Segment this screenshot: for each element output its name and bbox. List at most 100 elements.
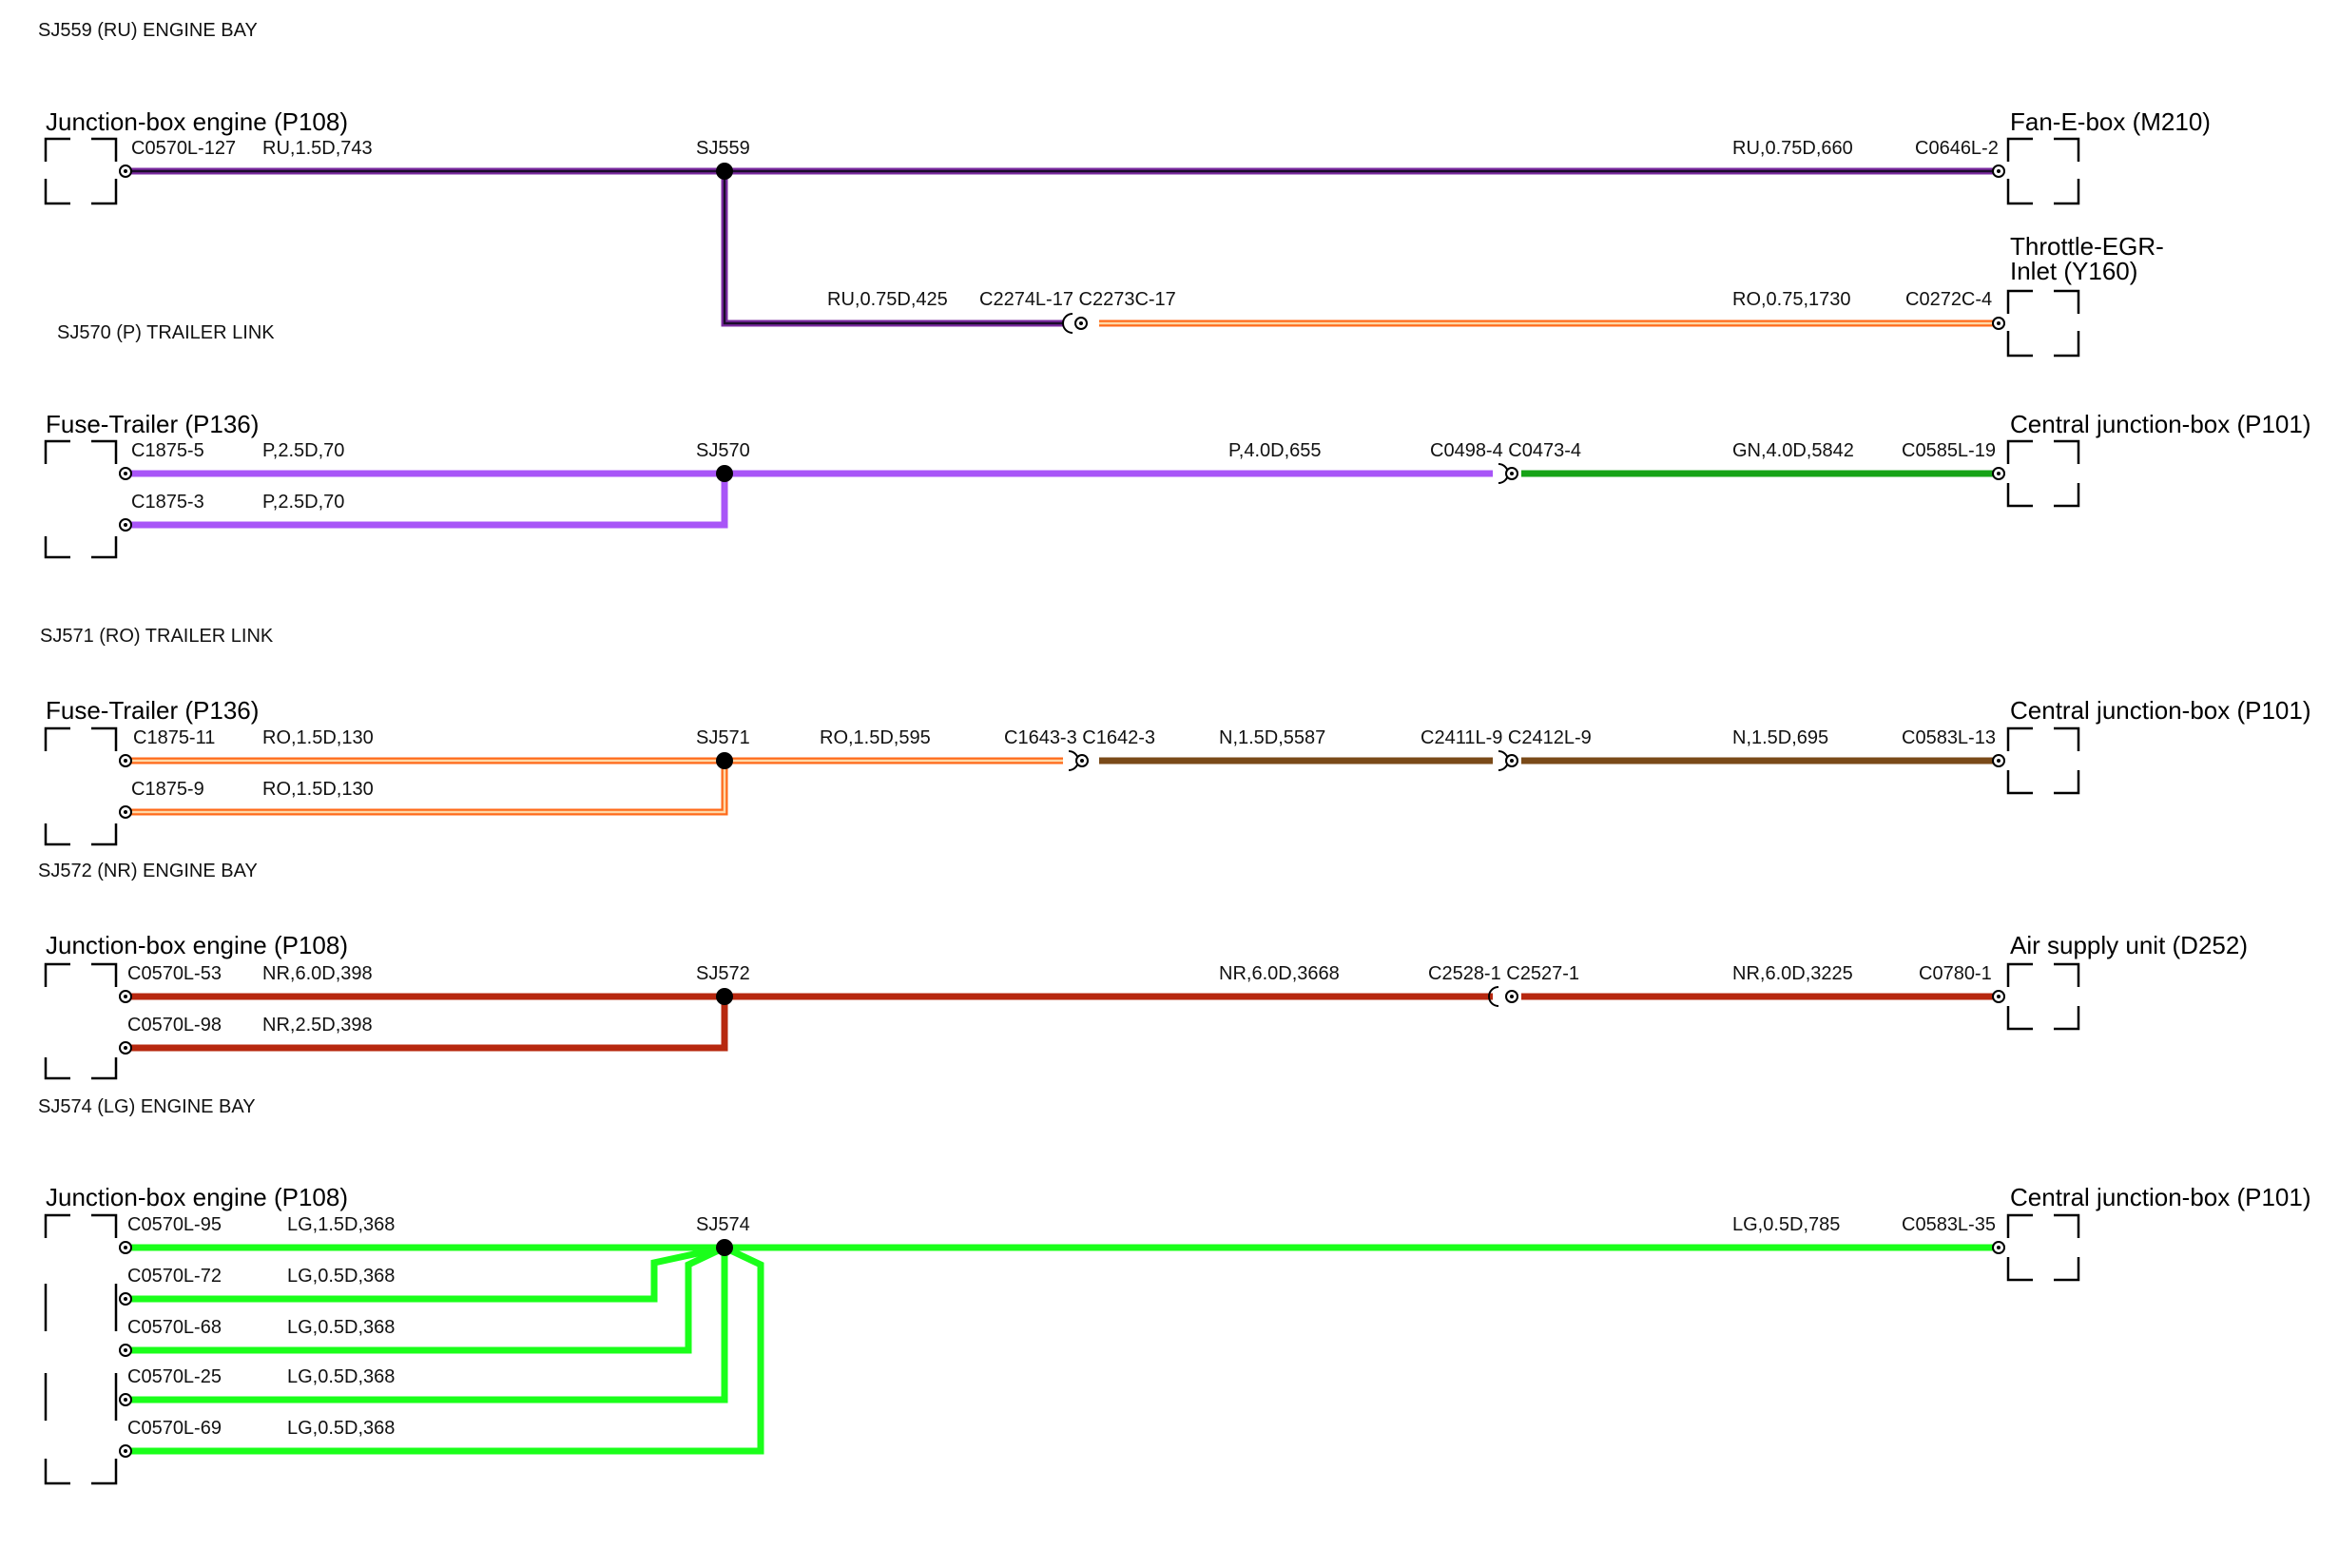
- splice-label: SJ570: [696, 440, 750, 461]
- pin-label: C0570L-68: [127, 1317, 222, 1338]
- right-component-bracket: [2006, 137, 2080, 205]
- wire-spec-label: RU,0.75D,425: [827, 289, 948, 310]
- pin-connector: [119, 754, 132, 767]
- pin-connector: [1992, 990, 2005, 1003]
- wire-lg-branch: [126, 1248, 728, 1403]
- section-sj572: SJ572 (NR) ENGINE BAY Junction-box engin…: [38, 861, 2248, 1080]
- right-component-bracket: [2006, 962, 2080, 1031]
- section-title: SJ572 (NR) ENGINE BAY: [38, 861, 258, 881]
- section-sj570: SJ570 (P) TRAILER LINK Fuse-Trailer (P13…: [44, 322, 2311, 559]
- splice-node: [716, 752, 733, 769]
- wire-spec-label: RU,0.75D,660: [1732, 138, 1853, 159]
- right-component-bracket: [2006, 1213, 2080, 1282]
- pin-label: C0272C-4: [1905, 289, 1992, 310]
- left-component-label: Fuse-Trailer (P136): [46, 696, 259, 725]
- left-component-label: Junction-box engine (P108): [46, 1183, 348, 1211]
- inline-connector-label: C1643-3 C1642-3: [1004, 727, 1155, 748]
- pin-label: C0646L-2: [1915, 138, 1999, 159]
- wire-spec-label: GN,4.0D,5842: [1732, 440, 1854, 461]
- wire-spec-label: RO,1.5D,130: [262, 779, 374, 800]
- wire-lg-branch: [126, 1244, 726, 1354]
- splice-label: SJ572: [696, 963, 750, 984]
- pin-connector: [119, 1393, 132, 1406]
- pin-label: C0780-1: [1919, 963, 1992, 984]
- wire-spec-label: LG,1.5D,368: [287, 1214, 395, 1235]
- right-component-label: Air supply unit (D252): [2010, 931, 2248, 959]
- right2-component-label-line2: Inlet (Y160): [2010, 257, 2137, 285]
- pin-label: C0570L-72: [127, 1266, 222, 1287]
- wire-lg-branch: [126, 1244, 725, 1303]
- inline-connector-icon: [1498, 463, 1518, 484]
- pin-connector: [1992, 317, 2005, 330]
- splice-node: [716, 1239, 733, 1256]
- pin-connector: [1992, 165, 2005, 178]
- wire-spec-label: LG,0.5D,368: [287, 1317, 395, 1338]
- inline-connector-label: C2274L-17 C2273C-17: [979, 289, 1176, 310]
- pin-label: C0570L-69: [127, 1418, 222, 1439]
- left-component-label: Fuse-Trailer (P136): [46, 410, 259, 438]
- pin-label: C1875-3: [131, 492, 204, 513]
- inline-connector-icon: [1488, 986, 1518, 1007]
- pin-label: C1875-11: [133, 727, 215, 748]
- right-component-label: Central junction-box (P101): [2010, 1183, 2311, 1211]
- wire-spec-label: RU,1.5D,743: [262, 138, 373, 159]
- left-component-bracket: [44, 439, 118, 559]
- wire-lg-branch: [126, 1244, 764, 1455]
- pin-connector: [119, 1241, 132, 1254]
- pin-connector: [119, 467, 132, 480]
- wire-spec-label: LG,0.5D,368: [287, 1418, 395, 1439]
- pin-label: C0570L-127: [131, 138, 236, 159]
- wire-spec-label: NR,6.0D,3668: [1219, 963, 1340, 984]
- wire-spec-label: N,1.5D,695: [1732, 727, 1828, 748]
- pin-label: C1875-5: [131, 440, 204, 461]
- splice-label: SJ571: [696, 727, 750, 748]
- pin-label: C0570L-53: [127, 963, 222, 984]
- splice-label: SJ559: [696, 138, 750, 159]
- splice-label: SJ574: [696, 1214, 750, 1235]
- right-component-label: Central junction-box (P101): [2010, 696, 2311, 725]
- right-component-bracket: [2006, 439, 2080, 508]
- pin-connector: [119, 1041, 132, 1055]
- pin-connector: [119, 1292, 132, 1306]
- wire-spec-label: NR,6.0D,3225: [1732, 963, 1853, 984]
- wire-spec-label: NR,6.0D,398: [262, 963, 373, 984]
- pin-label: C0570L-95: [127, 1214, 222, 1235]
- pin-label: C0570L-98: [127, 1015, 222, 1036]
- right2-component-bracket: [2006, 289, 2080, 358]
- wire-ro-branch: [126, 761, 728, 816]
- splice-node: [716, 988, 733, 1005]
- wire-spec-label: RO,1.5D,130: [262, 727, 374, 748]
- pin-connector: [1992, 467, 2005, 480]
- inline-connector-icon: [1498, 750, 1518, 771]
- section-title: SJ559 (RU) ENGINE BAY: [38, 20, 258, 41]
- right-component-bracket: [2006, 726, 2080, 795]
- wire-spec-label: P,2.5D,70: [262, 492, 344, 513]
- splice-node: [716, 163, 733, 180]
- section-sj559: SJ559 (RU) ENGINE BAY Junction-box engin…: [38, 20, 2211, 358]
- left-component-label: Junction-box engine (P108): [46, 931, 348, 959]
- section-title: SJ570 (P) TRAILER LINK: [57, 322, 275, 343]
- wire-spec-label: P,2.5D,70: [262, 440, 344, 461]
- section-title: SJ571 (RO) TRAILER LINK: [40, 626, 274, 647]
- pin-connector: [119, 1344, 132, 1357]
- pin-label: C0585L-19: [1902, 440, 1996, 461]
- left-component-label: Junction-box engine (P108): [46, 107, 348, 136]
- wire-spec-label: P,4.0D,655: [1228, 440, 1322, 461]
- wire-spec-label: NR,2.5D,398: [262, 1015, 373, 1036]
- pin-label: C0583L-13: [1902, 727, 1996, 748]
- wire-ru-branch: [721, 171, 1063, 327]
- inline-connector-icon: [1068, 750, 1089, 771]
- left-component-bracket: [44, 962, 118, 1080]
- wire-spec-label: RO,0.75,1730: [1732, 289, 1851, 310]
- wire-spec-label: LG,0.5D,368: [287, 1366, 395, 1387]
- splice-node: [716, 465, 733, 482]
- inline-connector-label: C2528-1 C2527-1: [1428, 963, 1579, 984]
- right-component-label: Fan-E-box (M210): [2010, 107, 2211, 136]
- wire-spec-label: LG,0.5D,785: [1732, 1214, 1840, 1235]
- pin-connector: [1992, 754, 2005, 767]
- wire-p-branch: [126, 474, 728, 529]
- inline-connector-label: C2411L-9 C2412L-9: [1421, 727, 1592, 748]
- right2-component-label-line1: Throttle-EGR-: [2010, 232, 2164, 261]
